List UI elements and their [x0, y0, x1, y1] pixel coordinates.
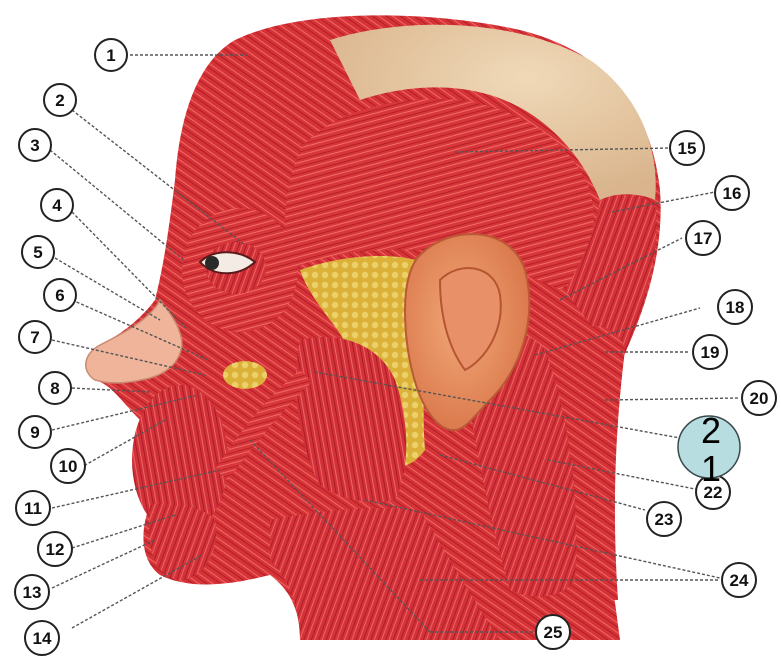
overlay-badge-line1: 2	[701, 410, 721, 451]
label-text: 25	[544, 623, 563, 642]
label-text: 24	[730, 571, 749, 590]
label-badge: 8	[39, 372, 71, 404]
label-text: 3	[30, 136, 39, 155]
label-text: 18	[726, 298, 745, 317]
label-text: 2	[55, 91, 64, 110]
label-badge: 10	[51, 449, 85, 483]
overlay-badge: 2 1	[678, 410, 740, 489]
label-badge: 16	[715, 176, 749, 210]
label-badge: 15	[670, 131, 704, 165]
label-text: 13	[23, 583, 42, 602]
overlay-badge-line2: 1	[701, 448, 721, 489]
label-badge: 13	[15, 575, 49, 609]
label-text: 15	[678, 139, 697, 158]
label-text: 1	[106, 46, 115, 65]
label-text: 20	[750, 389, 769, 408]
label-badge: 5	[22, 236, 54, 268]
label-text: 11	[24, 499, 42, 518]
label-text: 23	[655, 510, 674, 529]
label-badge: 18	[718, 290, 752, 324]
label-text: 16	[723, 184, 742, 203]
label-badge: 6	[44, 279, 76, 311]
iris	[205, 256, 219, 270]
label-text: 7	[30, 328, 39, 347]
label-text: 8	[50, 379, 59, 398]
label-badge: 4	[41, 189, 73, 221]
label-text: 9	[30, 423, 39, 442]
label-badge: 25	[536, 615, 570, 649]
label-badge: 23	[647, 502, 681, 536]
label-badge: 24	[722, 563, 756, 597]
label-text: 6	[55, 286, 64, 305]
label-badge: 11	[16, 491, 50, 525]
label-badge: 2	[44, 84, 76, 116]
label-text: 5	[33, 243, 42, 262]
label-badge: 7	[19, 321, 51, 353]
label-badge: 1	[95, 39, 127, 71]
label-badge: 14	[25, 621, 59, 655]
label-badge: 12	[38, 532, 72, 566]
label-badge: 20	[742, 381, 776, 415]
label-text: 12	[46, 540, 65, 559]
label-text: 17	[694, 229, 713, 248]
label-badge: 19	[693, 335, 727, 369]
label-badge: 9	[19, 416, 51, 448]
head-illustration	[86, 15, 661, 640]
buccal-fat	[223, 361, 267, 389]
label-text: 14	[33, 629, 52, 648]
label-text: 19	[701, 343, 720, 362]
label-text: 10	[59, 457, 78, 476]
label-badge: 17	[686, 221, 720, 255]
label-badge: 3	[19, 129, 51, 161]
label-text: 4	[52, 196, 62, 215]
